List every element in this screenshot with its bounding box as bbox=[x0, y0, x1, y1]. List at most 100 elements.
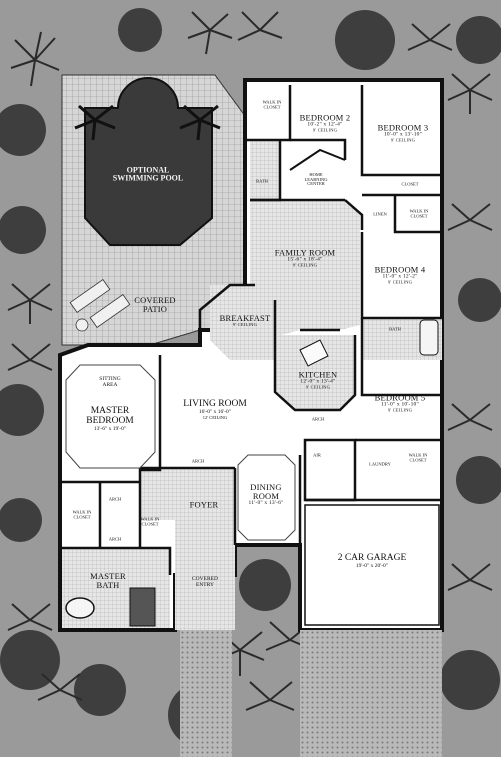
walk-in-closet-m1-label: WALK IN CLOSET bbox=[73, 510, 92, 519]
family-room-label: FAMILY ROOM 15'-6" x 18'-4" 9' CEILING bbox=[275, 248, 336, 267]
master-shower bbox=[129, 587, 156, 627]
sitting-area-line1: SITTING bbox=[99, 376, 121, 383]
bedroom-5-name: BEDROOM 5 bbox=[374, 392, 426, 403]
bedroom-4-name: BEDROOM 4 bbox=[374, 264, 426, 275]
patio-line2: PATIO bbox=[142, 304, 168, 314]
master-bedroom-line2: BEDROOM bbox=[86, 416, 134, 427]
learning-center-wall bbox=[289, 148, 346, 171]
sitting-area-label: SITTING AREA bbox=[99, 376, 121, 389]
driveway bbox=[300, 630, 442, 757]
bedroom-3-label: BEDROOM 3 10'-0" x 13'-10" 9' CEILING bbox=[378, 123, 429, 142]
walk-in-closet-bed4-label: WALK IN CLOSET bbox=[410, 209, 429, 218]
walk-in-closet-top-label: WALK IN CLOSET bbox=[263, 100, 282, 109]
family-room-name: FAMILY ROOM bbox=[274, 247, 336, 258]
wic-bed4-line2: CLOSET bbox=[410, 213, 428, 218]
kitchen-label: KITCHEN 12'-0" x 13'-4" 9' CEILING bbox=[299, 370, 338, 389]
family-room-floor bbox=[250, 200, 360, 338]
bedroom-2-name: BEDROOM 2 bbox=[299, 112, 351, 123]
covered-patio-label: COVERED PATIO bbox=[134, 296, 176, 314]
pool-palms bbox=[74, 104, 221, 141]
living-room-name: LIVING ROOM bbox=[183, 398, 247, 409]
bath-mid-tub bbox=[419, 319, 439, 356]
air-label: AIR bbox=[313, 452, 321, 458]
living-room-label: LIVING ROOM 16'-0" x 16'-0" 12' CEILING bbox=[183, 398, 247, 420]
bedroom-3-ceiling: 9' CEILING bbox=[390, 136, 416, 142]
arch-kitchen-label: ARCH bbox=[311, 416, 325, 422]
master-bedroom-label: MASTER BEDROOM 13'-6" x 19'-0" bbox=[86, 406, 134, 433]
garage-dims: 19'-0" x 20'-0" bbox=[355, 563, 389, 570]
kitchen-dims: 12'-0" x 13'-4" bbox=[300, 378, 336, 385]
foyer-floor bbox=[140, 468, 235, 545]
living-room-dims: 16'-0" x 16'-0" bbox=[198, 408, 232, 415]
master-bath-tub bbox=[65, 597, 95, 619]
walk-in-closet-bed5-label: WALK IN CLOSET bbox=[409, 453, 428, 462]
covered-entry-label: COVERED ENTRY bbox=[192, 576, 218, 589]
wic-bed5-line2: CLOSET bbox=[409, 457, 427, 462]
arch-foyer-label: ARCH bbox=[191, 458, 205, 464]
interior-walls bbox=[62, 85, 442, 575]
garage-label: 2 CAR GARAGE 19'-0" x 20'-0" bbox=[337, 553, 407, 570]
home-learning-center-label: HOME LEARNING CENTER bbox=[304, 172, 328, 187]
wic-bed5-line1: WALK IN bbox=[408, 452, 428, 458]
laundry-label: LAUNDRY bbox=[369, 461, 391, 467]
pool-label-line2: SWIMMING POOL bbox=[112, 174, 184, 183]
swimming-pool bbox=[84, 77, 213, 246]
hlc-line3: CENTER bbox=[307, 181, 325, 187]
bedroom-2-dims: 10'-2" x 12'-4" bbox=[307, 121, 343, 128]
wic-bed4-line1: WALK IN bbox=[409, 208, 429, 214]
master-bedroom-line1: MASTER bbox=[90, 406, 130, 417]
bedroom-2-ceiling: 9' CEILING bbox=[312, 126, 338, 132]
palm-fronds bbox=[7, 11, 493, 711]
covered-entry-line1: COVERED bbox=[192, 576, 218, 583]
dining-room-dims: 11'-0" x 13'-6" bbox=[248, 500, 284, 507]
living-room-ceiling: 12' CEILING bbox=[202, 414, 228, 420]
patio-line1: COVERED bbox=[134, 295, 176, 306]
bedroom-5-label: BEDROOM 5 11'-0" x 10'-10" 9' CEILING bbox=[375, 393, 426, 412]
breakfast-name: BREAKFAST bbox=[219, 313, 271, 324]
kitchen-name: KITCHEN bbox=[298, 369, 338, 380]
bath-top-floor bbox=[250, 140, 280, 200]
garage-name: 2 CAR GARAGE bbox=[337, 553, 407, 564]
hlc-line2: LEARNING bbox=[304, 176, 328, 182]
walk-in-closet-m2-label: WALK IN CLOSET bbox=[141, 517, 160, 526]
linen-label: LINEN bbox=[373, 211, 387, 217]
garage-area bbox=[304, 504, 440, 626]
bedroom-4-label: BEDROOM 4 11'-0" x 12'-2" 9' CEILING bbox=[375, 265, 426, 284]
bath-top-label: BATH bbox=[256, 178, 268, 184]
dining-room-line1: DINING bbox=[250, 482, 282, 493]
breakfast-floor bbox=[210, 285, 275, 360]
bath-mid-label: BATH bbox=[389, 326, 401, 332]
wic-m2-line2: CLOSET bbox=[141, 521, 159, 526]
bedroom-5-dims: 11'-0" x 10'-10" bbox=[381, 401, 419, 408]
bedroom-2-label: BEDROOM 2 10'-2" x 12'-4" 9' CEILING bbox=[300, 113, 351, 132]
front-walk bbox=[180, 630, 232, 757]
entry-floor bbox=[175, 545, 235, 630]
kitchen-island bbox=[299, 339, 329, 367]
bedroom-3-name: BEDROOM 3 bbox=[377, 122, 429, 133]
bedroom-3-dims: 10'-0" x 13'-10" bbox=[383, 131, 423, 138]
master-bath-line1: MASTER bbox=[90, 571, 126, 582]
pool-label: OPTIONAL SWIMMING POOL bbox=[112, 165, 184, 184]
master-bath-label: MASTER BATH bbox=[90, 572, 126, 590]
master-bath-line2: BATH bbox=[96, 580, 120, 590]
bedroom-4-dims: 11'-0" x 12'-2" bbox=[382, 273, 418, 280]
bedroom-5-ceiling: 9' CEILING bbox=[387, 406, 413, 412]
foyer-label: FOYER bbox=[189, 499, 219, 510]
arch-master-2-label: ARCH bbox=[108, 536, 122, 542]
kitchen-floor bbox=[275, 335, 355, 410]
dining-room-label: DINING ROOM 11'-0" x 13'-6" bbox=[249, 483, 284, 507]
wic-top-line2: CLOSET bbox=[263, 104, 281, 109]
wic-m2-line1: WALK IN bbox=[140, 516, 160, 522]
master-bedroom-dims: 13'-6" x 19'-0" bbox=[93, 426, 127, 433]
covered-entry-line2: ENTRY bbox=[195, 582, 215, 588]
family-room-dims: 15'-6" x 18'-4" bbox=[287, 256, 323, 263]
sitting-area-outline bbox=[65, 364, 156, 469]
breakfast-ceiling: 9' CEILING bbox=[232, 322, 258, 328]
kitchen-ceiling: 9' CEILING bbox=[305, 383, 331, 389]
dining-room-line2: ROOM bbox=[252, 491, 280, 502]
pool-label-line1: OPTIONAL bbox=[126, 165, 170, 175]
lounge-chairs bbox=[69, 279, 131, 332]
closet-top-label: CLOSET bbox=[401, 181, 419, 187]
